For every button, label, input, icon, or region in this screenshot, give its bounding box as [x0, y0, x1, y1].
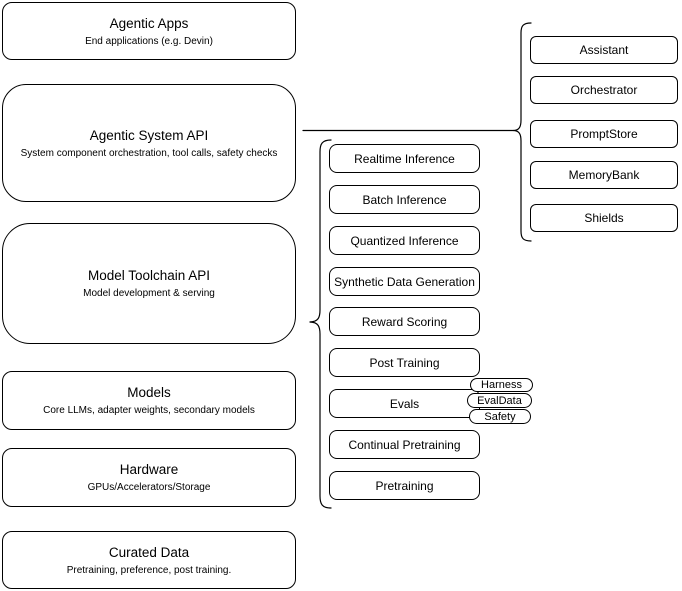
node-subtitle: Core LLMs, adapter weights, secondary mo…: [43, 405, 255, 416]
node-title: Hardware: [119, 462, 179, 477]
node-pretraining: Pretraining: [329, 471, 480, 500]
node-eval-evaldata: EvalData: [467, 393, 532, 408]
node-title: Curated Data: [108, 544, 190, 560]
node-title: Agentic System API: [89, 127, 209, 143]
node-batch-inference: Batch Inference: [329, 185, 480, 214]
node-reward-scoring: Reward Scoring: [329, 307, 480, 336]
node-subtitle: System component orchestration, tool cal…: [20, 147, 278, 159]
node-shields: Shields: [530, 204, 678, 232]
brace-system-components: [512, 22, 532, 242]
node-eval-harness: Harness: [470, 378, 533, 392]
node-agentic-apps: Agentic Apps End applications (e.g. Devi…: [2, 2, 296, 60]
node-evals: Evals: [329, 389, 480, 418]
node-post-training: Post Training: [329, 348, 480, 377]
node-quantized-inference: Quantized Inference: [329, 226, 480, 255]
node-title: Agentic Apps: [109, 15, 189, 31]
node-promptstore: PromptStore: [530, 120, 678, 148]
node-subtitle: End applications (e.g. Devin): [85, 35, 213, 47]
node-agentic-system-api: Agentic System API System component orch…: [2, 84, 296, 202]
node-subtitle: GPUs/Accelerators/Storage: [87, 482, 211, 493]
node-subtitle: Model development & serving: [83, 288, 215, 299]
node-subtitle: Pretraining, preference, post training.: [66, 564, 232, 576]
node-memorybank: MemoryBank: [530, 161, 678, 189]
node-title: Model Toolchain API: [87, 268, 211, 283]
node-curated-data: Curated Data Pretraining, preference, po…: [2, 531, 296, 589]
node-model-toolchain-api: Model Toolchain API Model development & …: [2, 223, 296, 344]
node-title: Models: [127, 385, 171, 400]
node-models: Models Core LLMs, adapter weights, secon…: [2, 371, 296, 430]
brace-toolchain-services: [309, 139, 332, 509]
node-assistant: Assistant: [530, 36, 678, 64]
node-continual-pretraining: Continual Pretraining: [329, 430, 480, 459]
node-realtime-inference: Realtime Inference: [329, 144, 480, 173]
node-orchestrator: Orchestrator: [530, 76, 678, 104]
node-hardware: Hardware GPUs/Accelerators/Storage: [2, 448, 296, 507]
node-synthetic-data-generation: Synthetic Data Generation: [329, 267, 480, 296]
node-eval-safety: Safety: [469, 409, 531, 424]
